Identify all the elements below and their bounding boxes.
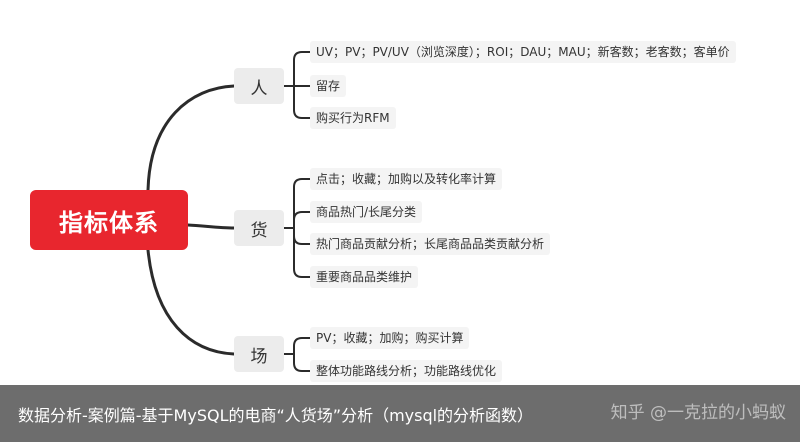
connector-root-person: [146, 84, 236, 192]
leaf-node[interactable]: 留存: [310, 75, 347, 97]
branch-label: 货: [250, 220, 268, 241]
root-node-label: 指标体系: [59, 208, 159, 237]
connector-person-leaf-3: [293, 85, 311, 119]
connector-goods-leaf-4: [293, 227, 311, 278]
connector-goods-leaf-3: [293, 227, 311, 245]
connector-root-goods: [186, 223, 236, 230]
leaf-node[interactable]: 商品热门/长尾分类: [310, 201, 423, 223]
branch-node-person[interactable]: 人: [234, 68, 284, 104]
leaf-node[interactable]: 购买行为RFM: [310, 107, 396, 129]
leaf-node[interactable]: UV；PV；PV/UV（浏览深度）；ROI；DAU；MAU；新客数；老客数；客单…: [310, 41, 736, 63]
branch-label: 场: [250, 346, 268, 367]
leaf-node[interactable]: 重要商品品类维护: [310, 266, 419, 288]
connector-person-leaf-1: [293, 51, 311, 87]
watermark: 知乎 @一克拉的小蚂蚁: [610, 403, 786, 423]
branch-label: 人: [250, 78, 268, 99]
root-node[interactable]: 指标体系: [30, 190, 188, 250]
leaf-node[interactable]: 点击；收藏；加购以及转化率计算: [310, 168, 503, 190]
caption-bar: 数据分析-案例篇-基于MySQL的电商“人货场”分析（mysql的分析函数）: [0, 385, 800, 442]
branch-node-goods[interactable]: 货: [234, 210, 284, 246]
leaf-node[interactable]: 整体功能路线分析；功能路线优化: [310, 360, 503, 382]
connector-goods-leaf-2: [293, 211, 311, 229]
branch-node-place[interactable]: 场: [234, 336, 284, 372]
caption-text: 数据分析-案例篇-基于MySQL的电商“人货场”分析（mysql的分析函数）: [18, 405, 534, 425]
leaf-node[interactable]: PV；收藏；加购；购买计算: [310, 327, 470, 349]
connector-place-leaf-1: [293, 337, 311, 355]
leaf-node[interactable]: 热门商品贡献分析；长尾商品品类贡献分析: [310, 233, 551, 255]
connector-root-place: [146, 248, 236, 356]
connector-goods-leaf-1: [293, 178, 311, 229]
connector-place-leaf-2: [293, 353, 311, 372]
